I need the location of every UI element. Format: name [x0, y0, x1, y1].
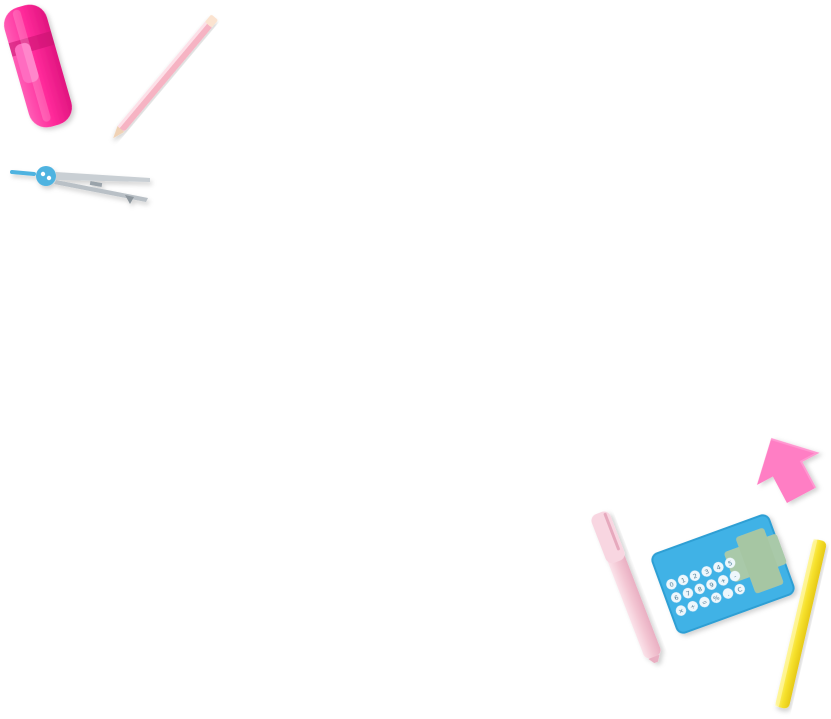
calculator-key-label: 4 [715, 563, 722, 572]
calculator-key [666, 579, 677, 590]
highlighter [4, 4, 72, 128]
calculator-key-label: 2 [692, 572, 699, 581]
calculator-key-label: C [736, 585, 743, 594]
calculator-key-label: × [677, 606, 685, 615]
calculator-key [682, 587, 694, 599]
calculator-key-label: 5 [727, 559, 734, 568]
calculator-key [722, 588, 734, 599]
calculator-key-label: % [712, 594, 721, 604]
calculator-key-label: 7 [685, 589, 692, 598]
calculator-key-label: + [719, 576, 727, 585]
calculator-key [717, 575, 729, 586]
calculator-key [711, 592, 722, 603]
calculator-key [689, 570, 701, 581]
calculator-key-label: ÷ [689, 602, 697, 611]
calculator-key [670, 592, 682, 603]
calculator-key [701, 566, 712, 577]
calculator-key-label: 6 [673, 594, 680, 603]
calculator-key [713, 561, 724, 573]
arrow-sticky-note [756, 438, 820, 503]
compass [10, 166, 150, 204]
calculator-key [694, 583, 705, 595]
calculator-key-label: = [701, 598, 709, 607]
yellow-marker [775, 539, 827, 709]
calculator-key-label: 8 [697, 585, 704, 594]
pen [591, 511, 661, 664]
calculator-key [677, 574, 689, 586]
calculator-key [699, 596, 710, 608]
calculator-key-label: 1 [680, 576, 687, 585]
calculator-key [687, 601, 698, 612]
calculator-key-label: 3 [704, 568, 711, 577]
calculator-key [706, 579, 717, 590]
calculator-key [729, 570, 741, 582]
pencil [113, 15, 218, 139]
calculator-key [675, 605, 687, 616]
calculator-key-label: 9 [708, 581, 715, 590]
calculator-key [734, 584, 745, 595]
calculator-key-label: - [733, 572, 739, 581]
calculator-key-label: 0 [668, 580, 675, 589]
calculator-key-label: . [726, 590, 731, 598]
calculator-display [736, 528, 784, 594]
calculator-key [724, 557, 736, 569]
